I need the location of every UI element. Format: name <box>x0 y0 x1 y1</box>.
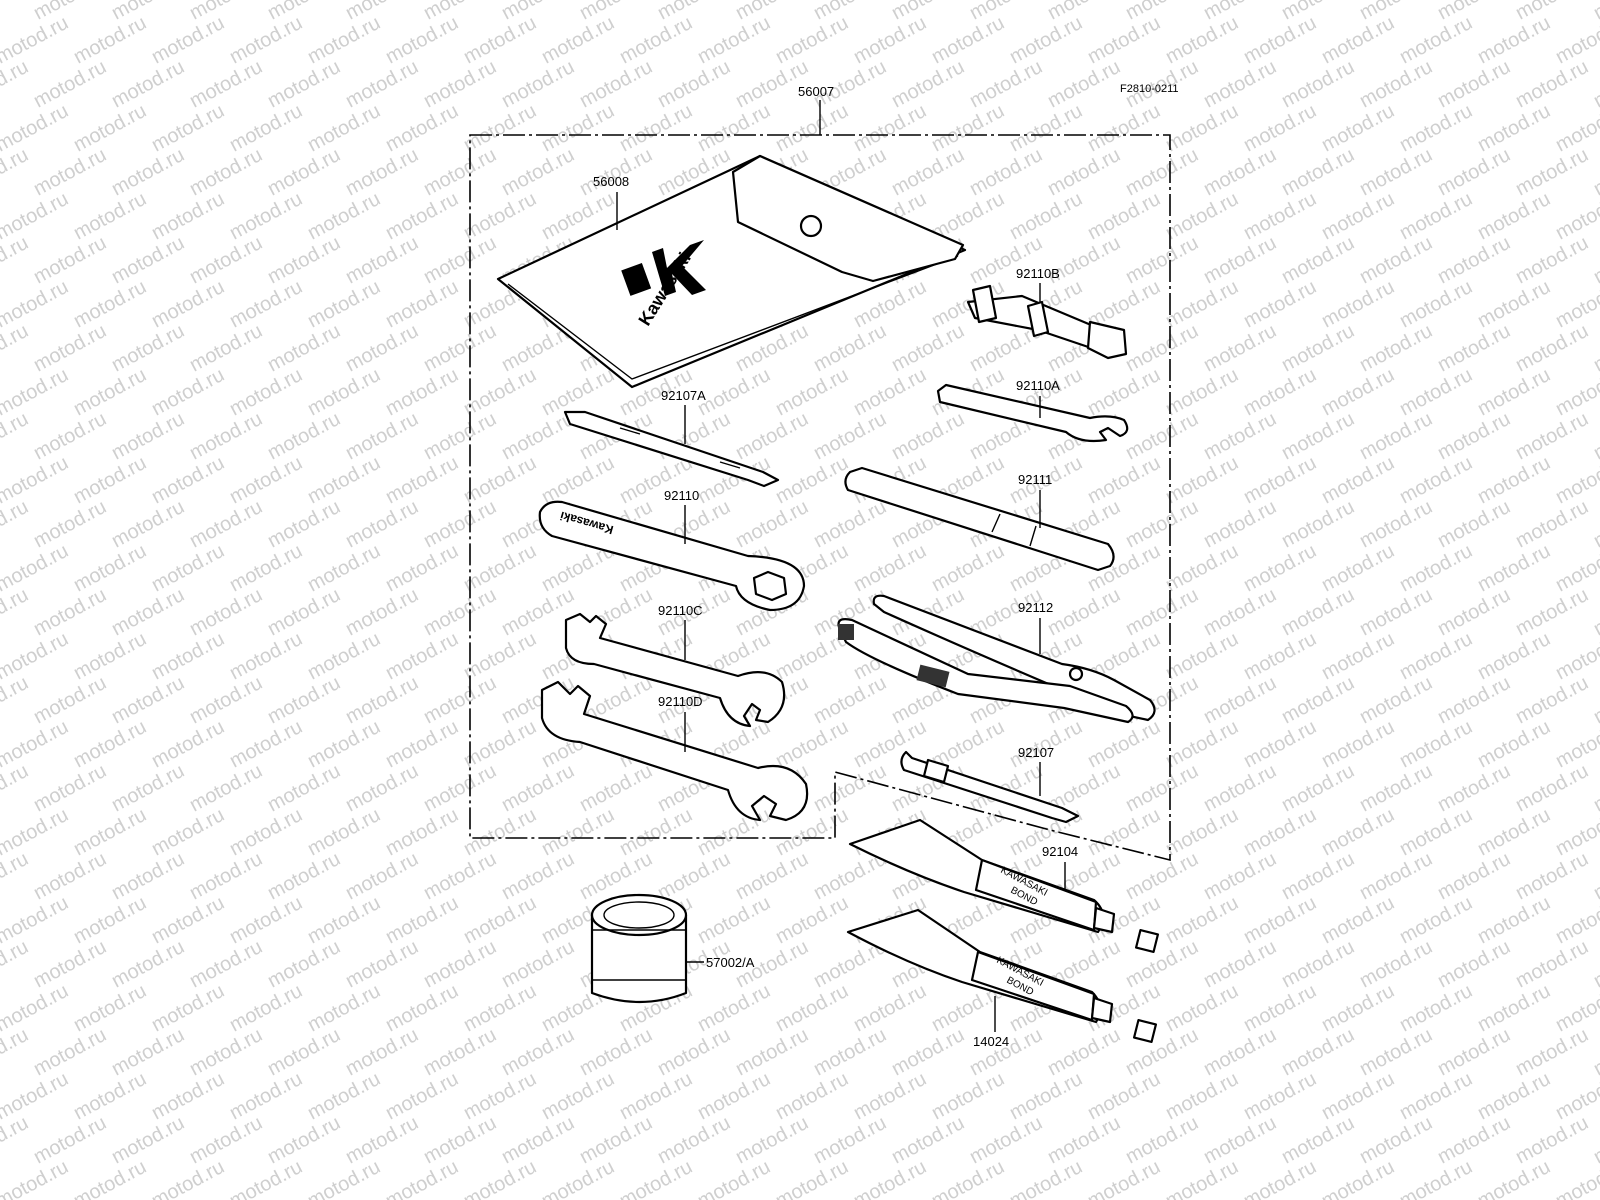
figure-ref: F2810-0211 <box>1120 83 1179 95</box>
part-number-56008[interactable]: 56008 <box>593 174 629 189</box>
flat-screwdriver[interactable] <box>563 410 780 488</box>
part-number-92111[interactable]: 92111 <box>1018 472 1052 487</box>
part-number-92107[interactable]: 92107 <box>1018 745 1054 760</box>
part-number-56007[interactable]: 56007 <box>798 84 834 99</box>
phillips-screwdriver[interactable] <box>900 750 1080 824</box>
slip-joint-pliers[interactable] <box>837 594 1156 724</box>
spark-plug-wrench[interactable] <box>966 284 1128 360</box>
liquid-gasket-tube-1[interactable]: KAWASAKI BOND <box>848 818 1160 954</box>
open-end-wrench-small[interactable] <box>564 612 786 728</box>
part-number-92110C[interactable]: 92110C <box>658 603 703 618</box>
grease-can[interactable] <box>590 893 688 1004</box>
tool-pouch[interactable]: Kawasaki <box>496 154 967 389</box>
tommy-bar-handle[interactable] <box>844 466 1115 572</box>
box-wrench[interactable]: Kawasaki <box>538 500 806 612</box>
part-number-92110B[interactable]: 92110B <box>1016 266 1060 281</box>
hook-spanner[interactable] <box>936 383 1129 443</box>
part-number-92112[interactable]: 92112 <box>1018 600 1053 615</box>
part-number-92110A[interactable]: 92110A <box>1016 378 1060 393</box>
part-number-92110[interactable]: 92110 <box>664 488 699 503</box>
part-number-14024[interactable]: 14024 <box>973 1034 1009 1049</box>
part-number-92107A[interactable]: 92107A <box>661 388 706 403</box>
liquid-gasket-tube-2[interactable]: KAWASAKI BOND <box>846 908 1158 1044</box>
part-number-92110D[interactable]: 92110D <box>658 694 703 709</box>
part-number-92104[interactable]: 92104 <box>1042 844 1078 859</box>
part-number-57002-A[interactable]: 57002/A <box>706 955 755 970</box>
kit-frame: 56007 <box>469 84 1171 862</box>
open-end-wrench-large[interactable] <box>540 680 809 822</box>
